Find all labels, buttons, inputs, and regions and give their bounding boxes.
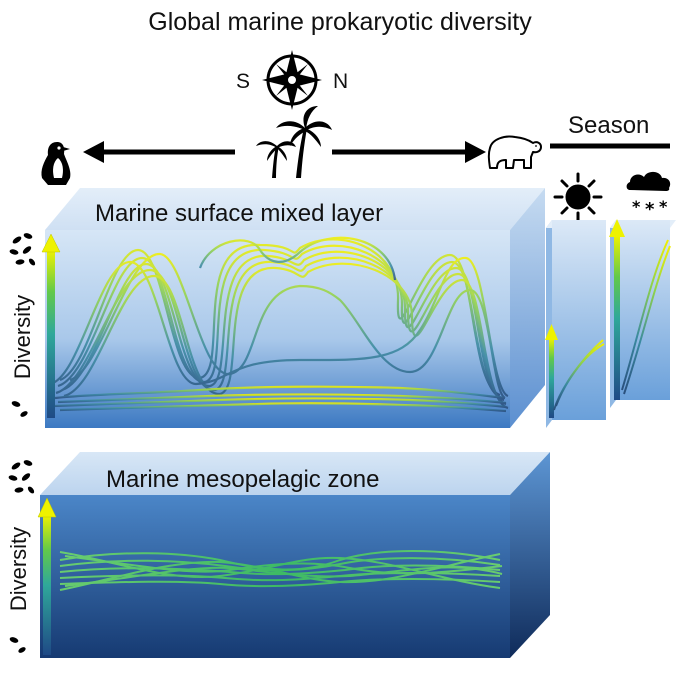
surface-diversity-axis-label: Diversity (10, 294, 35, 380)
surface-layer-title: Marine surface mixed layer (95, 200, 384, 227)
surface-cell-cluster-icon (9, 233, 36, 417)
penguin-icon (41, 142, 71, 185)
southward-arrow (83, 141, 235, 163)
svg-text:*: * (632, 197, 641, 216)
mesopelagic-diversity-curves (59, 550, 503, 591)
surface-diversity-axis-arrow (41, 233, 61, 418)
summer-season-panel (545, 220, 606, 428)
polar-bear-icon (487, 135, 542, 169)
sun-icon (553, 172, 603, 222)
mesopelagic-cell-cluster-icon (8, 460, 35, 653)
mesopelagic-diversity-axis-arrow (37, 497, 57, 655)
mesopelagic-zone-box (40, 452, 550, 658)
diagram-title: Global marine prokaryotic diversity (148, 8, 532, 36)
northward-arrow (332, 141, 486, 163)
svg-text:*: * (645, 199, 655, 220)
surface-diversity-curves (49, 236, 509, 413)
mesopelagic-diversity-axis-label: Diversity (6, 526, 31, 612)
south-label: S (236, 70, 251, 93)
palm-trees-icon (256, 106, 332, 178)
north-label: N (333, 70, 349, 93)
winter-season-panel (609, 219, 676, 408)
season-label: Season (568, 112, 650, 139)
snow-cloud-icon: * * * (626, 171, 671, 220)
compass-rose-icon (262, 50, 322, 110)
svg-text:*: * (659, 197, 668, 216)
mesopelagic-zone-title: Marine mesopelagic zone (106, 466, 380, 493)
